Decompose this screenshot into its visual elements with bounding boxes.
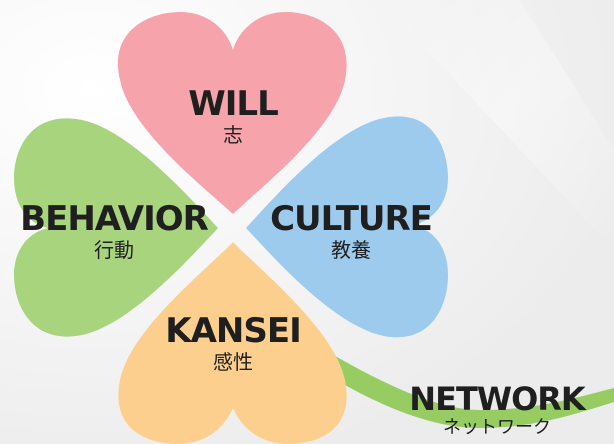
will-title: WILL [188, 84, 278, 124]
will-subtitle: 志 [223, 123, 243, 147]
will-petal [117, 12, 347, 214]
kansei-subtitle: 感性 [213, 350, 253, 374]
kansei-title: KANSEI [165, 311, 301, 351]
behavior-petal [14, 118, 218, 337]
network-subtitle: ネットワーク [443, 417, 551, 438]
kansei-petal [118, 242, 347, 444]
kansei-label: KANSEI 感性 [158, 312, 308, 374]
culture-petal [246, 116, 448, 338]
network-label: NETWORK ネットワーク [396, 381, 598, 439]
culture-label: CULTURE 教養 [256, 200, 446, 262]
behavior-title: BEHAVIOR [20, 199, 209, 239]
behavior-label: BEHAVIOR 行動 [14, 200, 214, 262]
culture-title: CULTURE [270, 199, 433, 239]
background-streak [380, 0, 614, 250]
network-stem [292, 335, 614, 428]
network-title: NETWORK [409, 380, 585, 418]
behavior-subtitle: 行動 [94, 238, 134, 262]
culture-subtitle: 教養 [331, 238, 371, 262]
will-label: WILL 志 [173, 85, 293, 147]
